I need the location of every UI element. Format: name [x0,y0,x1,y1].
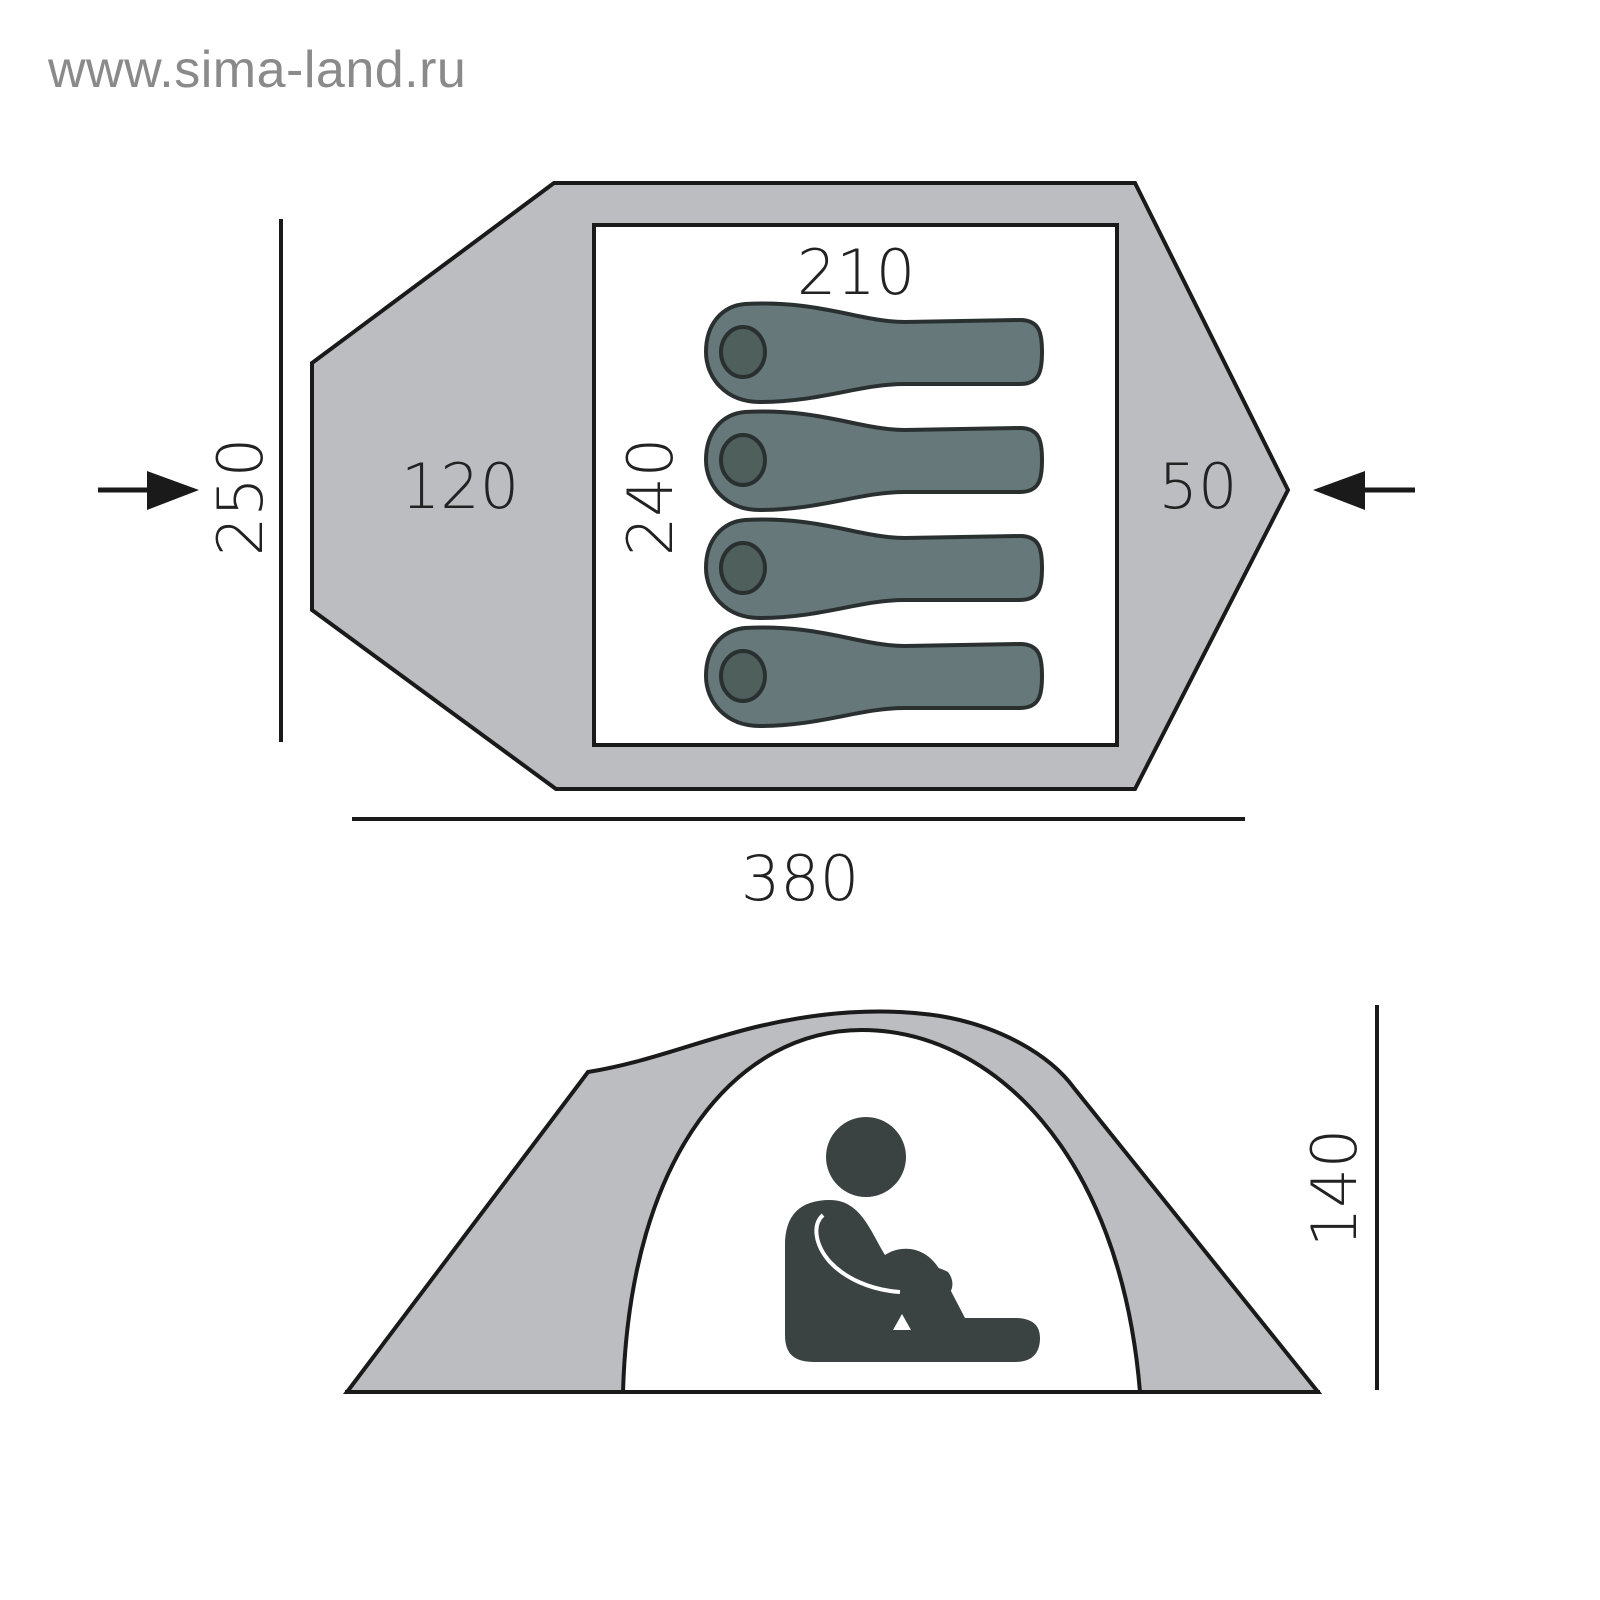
sleeping-bag [703,409,1045,513]
seated-person-icon [785,1117,1040,1362]
overall-length-label: 380 [741,842,859,915]
sleeping-bags [703,301,1045,729]
sleeping-bag [703,301,1045,405]
tent-door-opening [620,1027,1143,1394]
right-entrance-arrow-icon [1313,471,1415,510]
left-entrance-arrow-icon [98,471,199,510]
sleeping-bag [703,517,1045,621]
right-vestibule-label: 50 [1159,450,1238,523]
height-label: 140 [1298,1129,1371,1247]
overall-width-label: 250 [204,438,277,556]
left-vestibule-label: 120 [401,450,519,523]
inner-length-label: 210 [797,236,915,309]
floor-plan: 210 120 50 240 250 380 [98,181,1415,915]
sleeping-bag [703,625,1045,729]
watermark: www.sima-land.ru [48,41,467,99]
inner-width-label: 240 [614,438,687,556]
side-view: 140 [342,1005,1379,1394]
